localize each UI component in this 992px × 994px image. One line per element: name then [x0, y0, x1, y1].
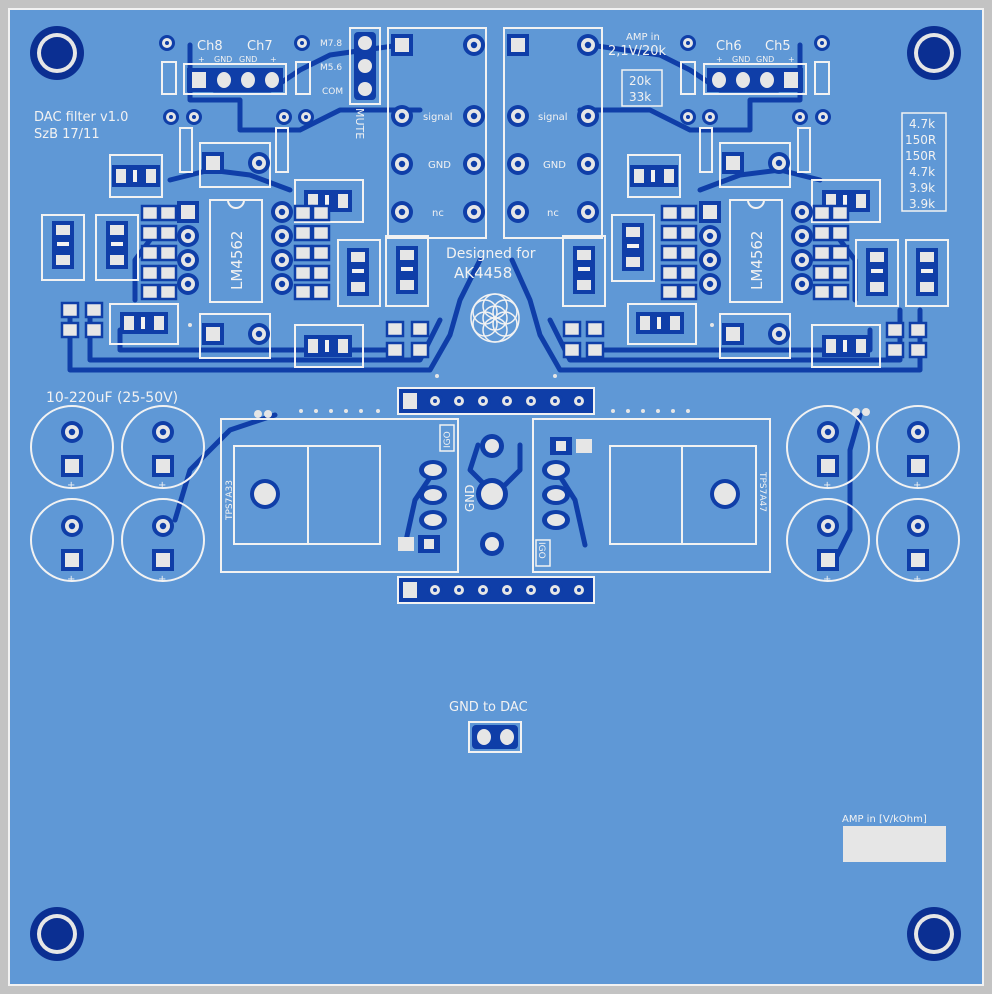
amp-note-label: AMP in [V/kOhm]	[842, 814, 927, 825]
mute-pin-1: M7.8	[320, 39, 342, 49]
left-pin-2: GND	[214, 55, 232, 64]
regulator-right	[532, 418, 771, 573]
ch6-label: Ch6	[716, 39, 742, 54]
header-lower	[397, 576, 595, 604]
electrolytic-caps-left	[30, 405, 205, 582]
center-gnd-label: GND	[463, 484, 477, 512]
cap-polarity-2: +	[67, 574, 75, 585]
regulator-left-label: TPS7A33	[225, 480, 235, 521]
gnd-to-dac-connector	[468, 721, 522, 753]
gnd-to-dac-label: GND to DAC	[449, 700, 528, 715]
relay-left-signal: signal	[423, 112, 453, 123]
mounting-hole-bl	[30, 907, 84, 961]
resistor-value-1: 4.7k	[909, 117, 935, 131]
cap-polarity-6: +	[823, 574, 831, 585]
cap-value-label: 10-220uF (25-50V)	[46, 390, 178, 406]
relay-right-nc: nc	[547, 208, 559, 219]
amp-box-line-2: 33k	[629, 90, 651, 104]
resistor-value-4: 4.7k	[909, 165, 935, 179]
mute-label: MUTE	[353, 108, 366, 139]
ch7-label: Ch7	[247, 39, 273, 54]
mute-pin-2: M5.6	[320, 63, 342, 73]
cap-polarity-3: +	[158, 480, 166, 491]
left-channel-header	[183, 63, 287, 95]
relay-left-nc: nc	[432, 208, 444, 219]
regulator-right-label: TPS7A47	[757, 471, 767, 512]
relay-left	[387, 27, 487, 239]
right-pin-3: GND	[756, 55, 774, 64]
amp-note-box	[843, 826, 946, 862]
left-pin-3: GND	[239, 55, 257, 64]
left-pin-4: +	[270, 55, 277, 64]
cap-polarity-7: +	[913, 480, 921, 491]
cap-polarity-4: +	[158, 574, 166, 585]
cap-polarity-5: +	[823, 480, 831, 491]
electrolytic-caps-right	[786, 405, 960, 582]
cap-polarity-8: +	[913, 574, 921, 585]
resistor-value-6: 3.9k	[909, 197, 935, 211]
relay-left-gnd: GND	[428, 160, 451, 171]
resistor-value-3: 150R	[905, 149, 936, 163]
regulator-right-pins: IGO	[536, 542, 546, 559]
resistor-value-box	[901, 112, 947, 212]
chip-name: AK4458	[454, 264, 512, 282]
relay-right	[503, 27, 603, 239]
right-pin-4: +	[788, 55, 795, 64]
mounting-hole-tr	[907, 26, 961, 80]
mounting-hole-tl	[30, 26, 84, 80]
amp-box-line-1: 20k	[629, 74, 651, 88]
opamp-right-outline	[729, 199, 783, 303]
right-channel-header	[703, 63, 807, 95]
right-filter-components	[562, 127, 949, 368]
opamp-left-label: LM4562	[228, 231, 246, 290]
ch5-label: Ch5	[765, 39, 791, 54]
regulator-left	[220, 418, 459, 573]
amp-in-value: 2,1V/20k	[608, 44, 666, 59]
opamp-left-outline	[209, 199, 263, 303]
header-upper	[397, 387, 595, 415]
right-pin-1: +	[716, 55, 723, 64]
amp-value-box	[621, 69, 663, 107]
resistor-value-5: 3.9k	[909, 181, 935, 195]
designed-for-text: Designed for	[446, 246, 536, 262]
relay-right-gnd: GND	[543, 160, 566, 171]
vias	[188, 323, 870, 418]
left-filter-components	[41, 127, 429, 368]
mute-pin-3: COM	[322, 87, 343, 97]
board-author-date: SzB 17/11	[34, 127, 100, 142]
flower-logo	[470, 293, 520, 343]
right-pin-2: GND	[732, 55, 750, 64]
board-title: DAC filter v1.0	[34, 110, 128, 125]
resistor-value-2: 150R	[905, 133, 936, 147]
mute-header	[349, 27, 381, 105]
mounting-hole-br	[907, 907, 961, 961]
ch8-label: Ch8	[197, 39, 223, 54]
left-pin-1: +	[198, 55, 205, 64]
center-gnd-pads	[476, 434, 508, 556]
regulator-left-pins: IGO	[443, 431, 453, 448]
relay-right-signal: signal	[538, 112, 568, 123]
amp-in-label: AMP in	[626, 32, 660, 43]
cap-polarity-1: +	[67, 480, 75, 491]
opamp-right-label: LM4562	[748, 231, 766, 290]
